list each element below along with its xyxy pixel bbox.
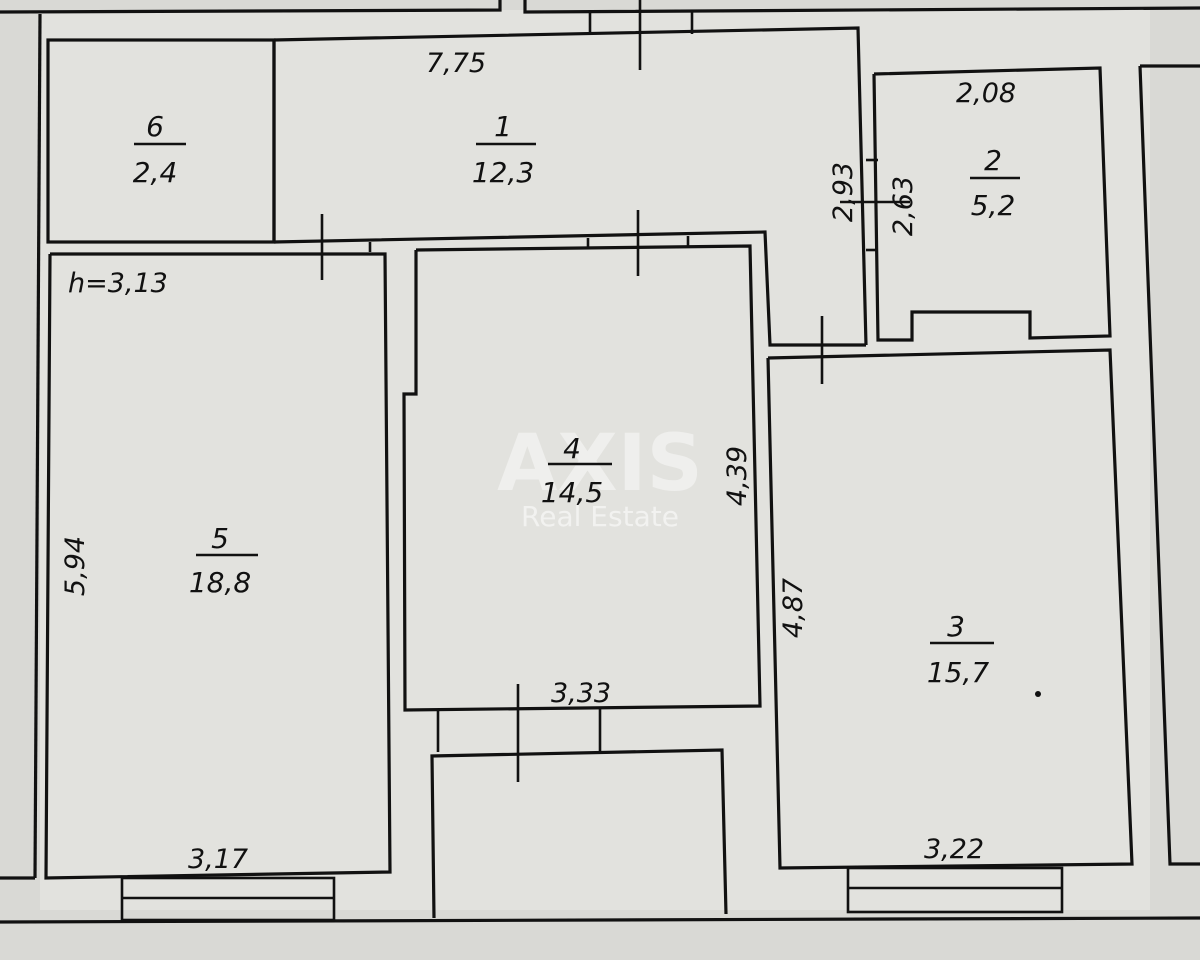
dim-room2-width: 2,08 [956, 78, 1016, 109]
room-area: 14,5 [541, 476, 603, 509]
dim-room5-height: 5,94 [60, 536, 91, 596]
door-markers [320, 0, 910, 782]
dim-corridor-length: 2,93 [828, 162, 859, 222]
dim-room3-height: 4,87 [778, 578, 809, 638]
dim-room4-height: 4,39 [722, 446, 753, 506]
room-4-outline [402, 244, 762, 712]
room-1-outline [273, 26, 868, 346]
room-2-outline [872, 66, 1112, 342]
room-number: 2 [984, 144, 1002, 177]
room-area: 5,2 [971, 189, 1016, 222]
room-area: 2,4 [133, 156, 178, 189]
room-area: 18,8 [189, 566, 251, 599]
room-number: 5 [211, 522, 229, 555]
dim-room4-width: 3,33 [551, 678, 611, 709]
dim-room3-width: 3,22 [924, 834, 984, 865]
dim-room5-width: 3,17 [188, 844, 248, 875]
room-3-label: 3 15,7 [927, 610, 1041, 697]
room-5-outline [44, 252, 392, 880]
outer-walls [0, 0, 1200, 924]
room-number: 3 [947, 610, 965, 643]
room-number: 4 [563, 432, 581, 465]
dim-room1-width: 7,75 [426, 48, 486, 79]
dim-room2-height: 2,63 [888, 176, 919, 236]
ceiling-height: h=3,13 [68, 268, 168, 299]
room-2-label: 2 5,2 [970, 144, 1020, 222]
room-3-outline [766, 348, 1134, 870]
room-5-label: 5 18,8 [189, 522, 258, 599]
room-4-label: 4 14,5 [541, 432, 612, 509]
room-number: 1 [494, 110, 512, 143]
room-area: 15,7 [927, 656, 990, 689]
room-6-label: 6 2,4 [133, 110, 186, 189]
room-1-label: 1 12,3 [472, 110, 536, 189]
room-number: 6 [146, 110, 164, 143]
watermark-subtitle: Real Estate [521, 500, 679, 533]
loggia-outline [430, 748, 728, 919]
room-area: 12,3 [472, 156, 534, 189]
apartment-fill [40, 10, 1150, 910]
